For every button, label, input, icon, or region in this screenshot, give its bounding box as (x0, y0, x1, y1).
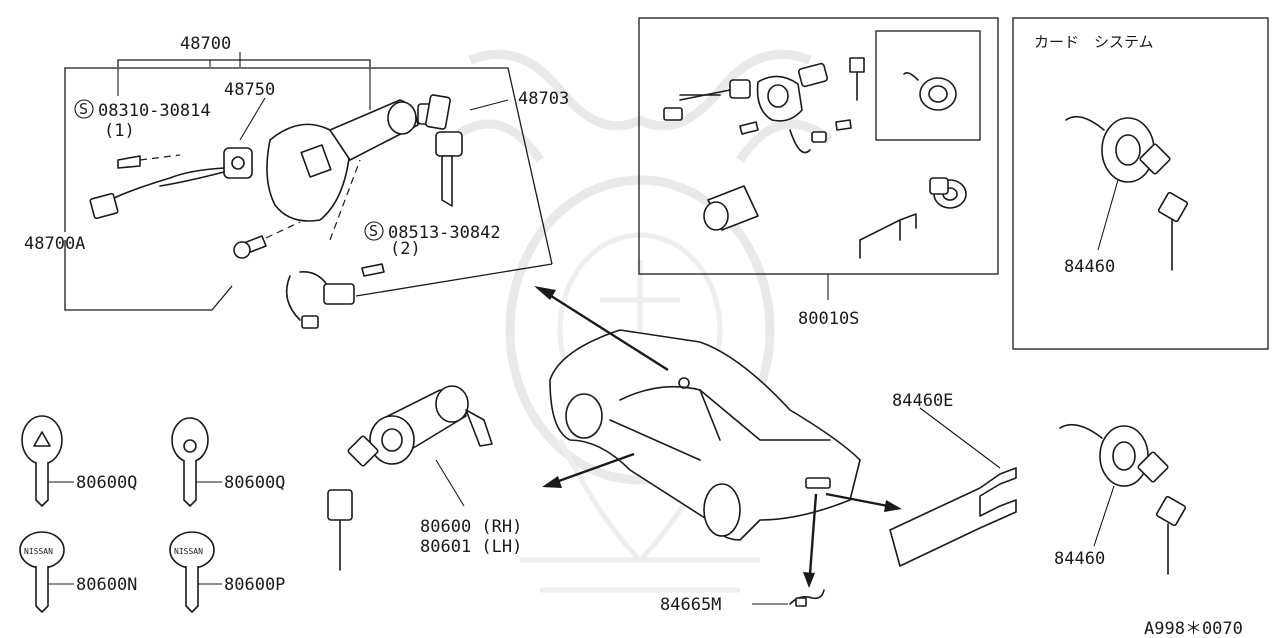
label-80601-lh: 80601 (LH) (420, 537, 522, 557)
diagram-reference-code: A998＊0070 (1144, 619, 1243, 638)
standard-part-s-2: S (369, 222, 378, 240)
card-system-box (1012, 17, 1269, 350)
key-brand-text-1: NISSAN (24, 547, 53, 556)
car-outline (549, 329, 861, 541)
standard-part-mark-1 (74, 99, 94, 119)
label-screw-qty-1: (1) (104, 121, 135, 141)
label-84665m: 84665M (660, 595, 721, 615)
label-48700a: 48700A (24, 234, 85, 254)
part-labels: 48700 48750 48703 48700A S 08310-30814 (… (24, 33, 1243, 638)
standard-part-s-1: S (79, 100, 88, 118)
label-84460: 84460 (1054, 549, 1105, 569)
label-80600p: 80600P (224, 575, 285, 595)
trunk-lock-parts (752, 407, 1187, 607)
key-set (19, 415, 222, 613)
standard-part-mark-2 (364, 221, 384, 241)
label-screw-08513-30842: 08513-30842 (388, 223, 501, 243)
label-48703: 48703 (518, 89, 569, 109)
label-84460e: 84460E (892, 391, 953, 411)
label-80010s: 80010S (798, 309, 859, 329)
cylinder-set-box (638, 17, 999, 300)
steering-lock-assembly (64, 52, 553, 329)
label-48750: 48750 (224, 80, 275, 100)
arrows (534, 286, 902, 588)
label-card-system: カード システム (1034, 33, 1154, 51)
key-brand-text-2: NISSAN (174, 547, 203, 556)
door-lock-cylinder (327, 385, 493, 571)
label-84460-card: 84460 (1064, 257, 1115, 277)
label-80600n: 80600N (76, 575, 137, 595)
watermark-emblem (447, 49, 833, 593)
label-80600q-b: 80600Q (224, 473, 285, 493)
label-80600q-a: 80600Q (76, 473, 137, 493)
label-screw-08310-30814: 08310-30814 (98, 101, 211, 121)
label-80600-rh: 80600 (RH) (420, 517, 522, 537)
label-screw-qty-2: (2) (390, 239, 421, 259)
label-48700: 48700 (180, 34, 231, 54)
